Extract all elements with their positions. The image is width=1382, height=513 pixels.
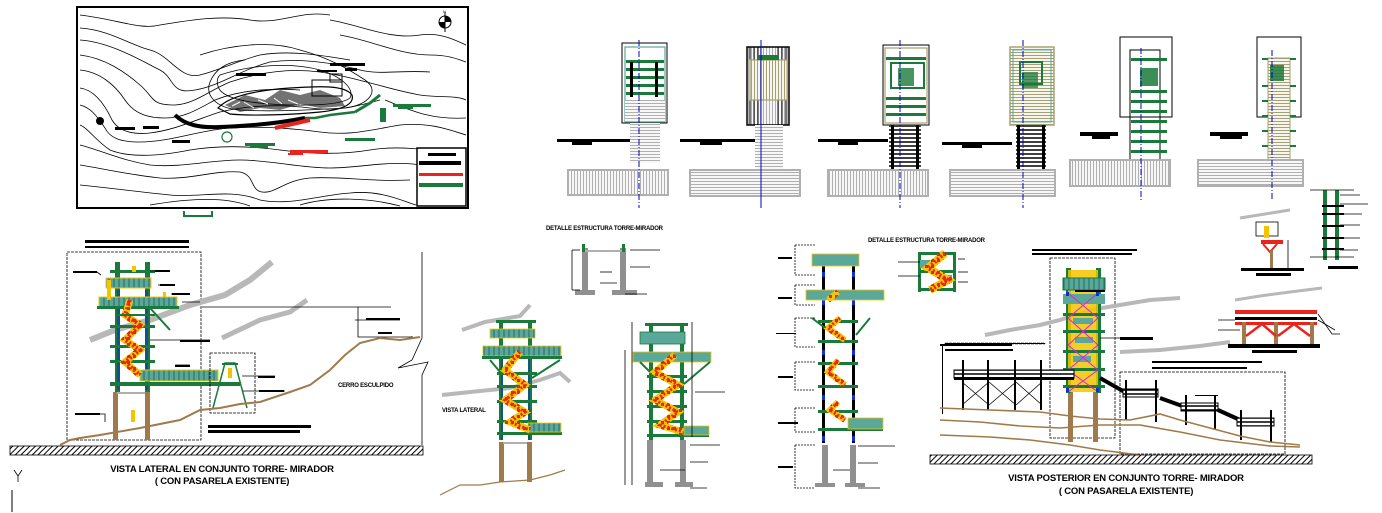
terrain-line <box>939 407 1301 456</box>
plan-view-5 <box>1069 36 1173 200</box>
ground-hatch <box>929 454 1313 465</box>
north-arrow-icon: N <box>438 9 452 32</box>
tower-vista-lateral <box>439 303 572 496</box>
ground-hatch <box>9 445 424 456</box>
vista-lateral-drawing <box>9 240 429 456</box>
detalle-estructura-label-1: DETALLE ESTRUCTURA TORRE-MIRADOR <box>546 226 663 232</box>
cloud-shape <box>220 297 309 341</box>
site-plan-labels <box>96 63 431 217</box>
deck-detail <box>1218 286 1340 353</box>
proposed-walkway-green <box>305 110 356 120</box>
plan-views <box>557 36 1304 208</box>
vista-posterior-drawing <box>929 249 1313 465</box>
stair-segment <box>826 289 840 303</box>
existing-buildings <box>217 73 353 116</box>
cloud-shape <box>1119 340 1231 354</box>
detalle-estructura-label-2: DETALLE ESTRUCTURA TORRE-MIRADOR <box>868 238 985 244</box>
terrain-line <box>439 469 566 496</box>
spiral-stair <box>119 298 146 378</box>
terrain-line <box>59 336 421 446</box>
cloud-shape <box>441 370 572 397</box>
railing-detail <box>1310 189 1368 269</box>
cerro-esculpido-label: CERRO ESCULPIDO <box>338 383 394 389</box>
tower-section <box>624 322 725 489</box>
plan-view-6 <box>1197 36 1304 200</box>
plan-view-3 <box>818 40 930 208</box>
north-label: N <box>443 9 446 14</box>
existing-walkway <box>173 113 306 130</box>
stair-detail-small <box>898 250 968 294</box>
plan-view-2 <box>680 40 801 208</box>
vista-posterior-title: VISTA POSTERIOR EN CONJUNTO TORRE- MIRAD… <box>1008 473 1244 484</box>
detalle-estructura-2-elevation <box>776 244 895 489</box>
vista-lateral-title: VISTA LATERAL EN CONJUNTO TORRE- MIRADOR <box>110 464 334 475</box>
site-plan-legend <box>416 147 467 207</box>
plan-view-1 <box>557 40 669 208</box>
cloud-shape <box>461 303 532 332</box>
vista-lateral-label: VISTA LATERAL <box>442 408 486 414</box>
detalle-estructura-1 <box>571 244 660 295</box>
contour-lines <box>79 13 467 207</box>
plan-view-4 <box>942 40 1056 208</box>
vista-posterior-subtitle: ( CON PASARELA EXISTENTE) <box>1058 486 1194 497</box>
vista-lateral-subtitle: ( CON PASARELA EXISTENTE) <box>154 476 290 487</box>
tower-location-marker <box>221 131 233 143</box>
pergola-detail <box>1239 208 1304 276</box>
ucs-axis-icon <box>11 469 23 512</box>
proposed-walkway-red <box>274 118 311 130</box>
site-plan: N <box>76 6 469 217</box>
